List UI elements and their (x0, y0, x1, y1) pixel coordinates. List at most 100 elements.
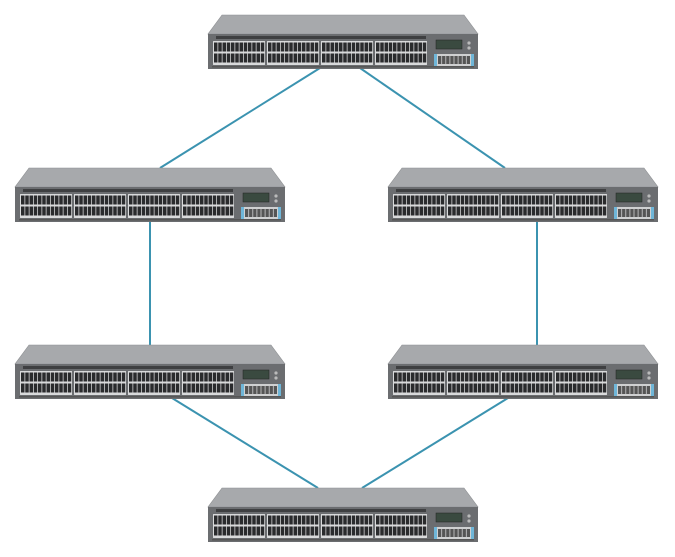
port (469, 383, 473, 393)
port (175, 372, 180, 382)
port (306, 526, 310, 536)
port (410, 53, 414, 63)
port (75, 383, 79, 393)
port (268, 53, 272, 63)
port (46, 372, 50, 382)
vent-strip (23, 189, 233, 192)
switch-top (207, 14, 479, 69)
port (602, 206, 607, 216)
port (226, 515, 231, 525)
port (212, 383, 217, 393)
port (384, 526, 388, 536)
port (376, 42, 380, 52)
port (514, 383, 519, 393)
port (104, 206, 109, 216)
port (519, 195, 523, 205)
port (531, 206, 536, 216)
port (104, 383, 109, 393)
network-link-lower-left-bottom (171, 397, 319, 489)
port (226, 526, 231, 536)
port (376, 53, 380, 63)
port (314, 42, 319, 52)
port (38, 206, 42, 216)
sfp-port (642, 386, 646, 394)
port (25, 195, 29, 205)
port (482, 206, 486, 216)
port (347, 42, 351, 52)
port (214, 53, 218, 63)
port (548, 195, 553, 205)
port (486, 206, 490, 216)
port (150, 383, 154, 393)
port (302, 526, 306, 536)
port (226, 42, 231, 52)
port (347, 515, 351, 525)
port (598, 206, 602, 216)
port (405, 53, 410, 63)
port (343, 515, 347, 525)
port (63, 383, 67, 393)
port (506, 195, 510, 205)
port (171, 195, 175, 205)
port (368, 515, 373, 525)
port (514, 372, 519, 382)
port (418, 42, 422, 52)
port (422, 515, 427, 525)
chassis-top (14, 344, 286, 365)
port (33, 383, 38, 393)
port (428, 372, 432, 382)
port (146, 372, 150, 382)
port (117, 372, 121, 382)
port (351, 42, 356, 52)
vent-strip (23, 366, 233, 369)
lcd-display (242, 192, 270, 203)
port (351, 53, 356, 63)
port (92, 372, 96, 382)
port (289, 526, 293, 536)
port (306, 515, 310, 525)
port (368, 42, 373, 52)
port (568, 372, 573, 382)
port (191, 372, 195, 382)
port (289, 42, 293, 52)
port (204, 383, 208, 393)
port (594, 195, 598, 205)
port (154, 195, 158, 205)
port (397, 526, 401, 536)
port (540, 195, 544, 205)
port (59, 195, 63, 205)
port (306, 42, 310, 52)
port (473, 383, 477, 393)
port (402, 383, 406, 393)
port (411, 195, 415, 205)
port (225, 195, 229, 205)
port (260, 53, 265, 63)
port (248, 53, 252, 63)
port (494, 195, 499, 205)
port (33, 206, 38, 216)
port (411, 372, 415, 382)
port (536, 195, 540, 205)
port (473, 372, 477, 382)
port (581, 206, 585, 216)
port (314, 515, 319, 525)
sfp-port (466, 529, 470, 537)
vent-strip (216, 36, 426, 39)
port (343, 42, 347, 52)
sfp-port (249, 209, 253, 217)
port (221, 206, 225, 216)
switch-middle-left (14, 167, 286, 222)
port (289, 53, 293, 63)
status-led (467, 41, 471, 45)
port (406, 383, 411, 393)
port (297, 42, 302, 52)
sfp-port (438, 56, 442, 64)
port (465, 206, 469, 216)
sfp-port (273, 209, 277, 217)
sfp-uplink-ports (434, 54, 474, 66)
port (285, 42, 289, 52)
port (280, 515, 285, 525)
port (79, 206, 83, 216)
sfp-uplink-ports (241, 384, 281, 396)
port (540, 206, 544, 216)
